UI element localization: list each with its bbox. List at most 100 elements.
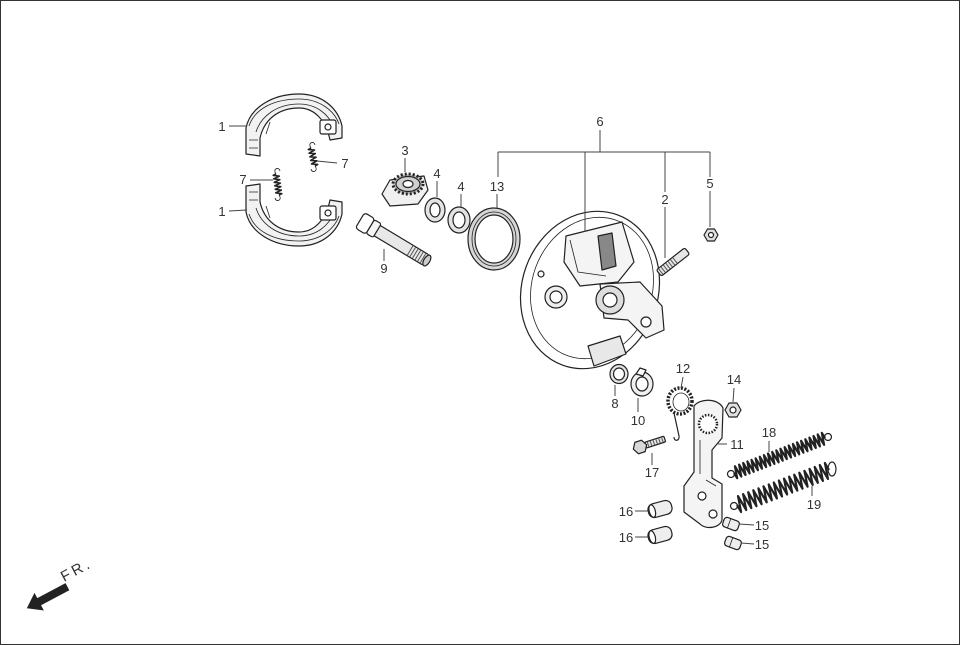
clip-body bbox=[722, 516, 740, 532]
callout-spring-long-lower: 19 bbox=[807, 497, 821, 512]
callout-stud: 2 bbox=[661, 192, 668, 207]
callout-nut-arm: 14 bbox=[727, 372, 741, 387]
spring-coil bbox=[736, 461, 830, 514]
plate-tab bbox=[635, 367, 647, 377]
shoe-pin-hole bbox=[324, 209, 332, 217]
shoe-spring-left bbox=[272, 168, 283, 201]
panel-slot bbox=[597, 232, 617, 271]
spring-hook bbox=[827, 461, 837, 477]
gear-bore bbox=[402, 179, 414, 189]
bolt-head bbox=[632, 439, 648, 455]
cam-lobe bbox=[366, 219, 382, 238]
nut-bore bbox=[729, 406, 737, 414]
hex-nut-arm bbox=[724, 402, 742, 418]
callout-washer-right: 4 bbox=[457, 179, 464, 194]
clip-body bbox=[724, 535, 742, 551]
clevis-pin-upper bbox=[647, 499, 673, 519]
seal-ring bbox=[467, 207, 521, 271]
spring-coil bbox=[733, 431, 826, 480]
arrow-front-icon bbox=[26, 583, 70, 611]
panel-boss bbox=[563, 221, 635, 287]
tension-spring-lower bbox=[729, 461, 837, 514]
tension-spring-upper bbox=[726, 431, 833, 480]
spring-inner bbox=[672, 392, 690, 412]
pin-head bbox=[648, 530, 657, 544]
callout-brake-panel: 6 bbox=[596, 114, 603, 129]
callout-shoe-spring-right: 7 bbox=[341, 156, 348, 171]
callout-spring-long-upper: 18 bbox=[762, 425, 776, 440]
spring-hook bbox=[823, 432, 833, 442]
arm-spline-bore bbox=[697, 413, 719, 435]
leader-lines bbox=[228, 125, 813, 545]
shoe-web-lines bbox=[249, 191, 271, 219]
leader-line bbox=[740, 542, 755, 545]
callout-brake-shoe-upper: 1 bbox=[218, 119, 225, 134]
clevis-pin-lower bbox=[647, 525, 673, 545]
seal-lip bbox=[471, 211, 517, 267]
washer-small bbox=[609, 363, 629, 385]
stud-bolt bbox=[656, 247, 690, 277]
shoe-lining-edge bbox=[248, 213, 340, 242]
clip-upper bbox=[722, 516, 740, 532]
clip-lower bbox=[724, 535, 742, 551]
washer-right bbox=[447, 206, 471, 234]
shoe-spring-right bbox=[307, 142, 319, 172]
callout-labels: 1 7 7 1 3 4 4 13 9 6 2 5 8 10 12 14 11 1… bbox=[218, 114, 821, 552]
leader-line bbox=[228, 209, 248, 212]
shoe-lining-edge bbox=[255, 103, 335, 133]
callout-pin-upper: 16 bbox=[619, 504, 633, 519]
shoe-lining-edge bbox=[248, 98, 340, 127]
callout-dust-seal: 13 bbox=[490, 179, 504, 194]
spring-windings bbox=[666, 386, 694, 416]
shoe-body bbox=[245, 183, 343, 247]
leader-line bbox=[738, 523, 755, 526]
front-direction-arrow bbox=[26, 583, 70, 611]
callout-pin-lower: 16 bbox=[619, 530, 633, 545]
callout-indicator-plate: 10 bbox=[631, 413, 645, 428]
spring-hook bbox=[309, 142, 317, 172]
brake-arm bbox=[683, 399, 724, 529]
anchor-pin-center bbox=[549, 290, 563, 304]
arm-hole-upper bbox=[697, 491, 707, 501]
dust-seal bbox=[467, 207, 521, 271]
brake-panel bbox=[519, 210, 665, 370]
callout-brake-cam: 9 bbox=[380, 261, 387, 276]
callout-washer-left: 4 bbox=[433, 166, 440, 181]
shoe-pin-hole bbox=[324, 123, 332, 131]
shoe-web-lines bbox=[249, 121, 271, 149]
callout-nut-top: 5 bbox=[706, 176, 713, 191]
spring-hook bbox=[729, 501, 739, 511]
panel-rivet bbox=[537, 270, 545, 278]
callout-brake-arm: 11 bbox=[730, 437, 744, 452]
cam-end bbox=[422, 254, 432, 267]
clip-groove bbox=[727, 518, 732, 529]
leader-line bbox=[680, 376, 684, 389]
spring-hook bbox=[274, 168, 281, 201]
callout-shoe-spring-left: 7 bbox=[239, 172, 246, 187]
hex-nut-top bbox=[703, 228, 719, 242]
callout-clip-lower: 15 bbox=[755, 537, 769, 552]
washer-left bbox=[424, 197, 446, 223]
clip-groove bbox=[729, 537, 734, 548]
callout-return-spring: 12 bbox=[676, 361, 690, 376]
arm-hole-lower bbox=[708, 509, 718, 519]
spring-coil bbox=[272, 173, 283, 196]
pin-head bbox=[648, 504, 657, 518]
spring-hook bbox=[726, 469, 736, 479]
shoe-body bbox=[245, 93, 343, 157]
callout-indicator-gear: 3 bbox=[401, 143, 408, 158]
callout-clip-upper: 15 bbox=[755, 518, 769, 533]
nut-bore bbox=[707, 231, 715, 239]
callout-washer-small: 8 bbox=[611, 396, 618, 411]
stud-thread bbox=[658, 256, 679, 275]
indicator-gear bbox=[381, 172, 429, 207]
spring-coil bbox=[307, 147, 319, 167]
shoe-lining-edge bbox=[255, 207, 335, 237]
arm-body bbox=[683, 399, 724, 529]
brake-shoe-upper bbox=[245, 93, 343, 157]
callout-brake-shoe-lower: 1 bbox=[218, 204, 225, 219]
brake-shoe-lower bbox=[245, 183, 343, 247]
arm-hole bbox=[640, 316, 652, 328]
